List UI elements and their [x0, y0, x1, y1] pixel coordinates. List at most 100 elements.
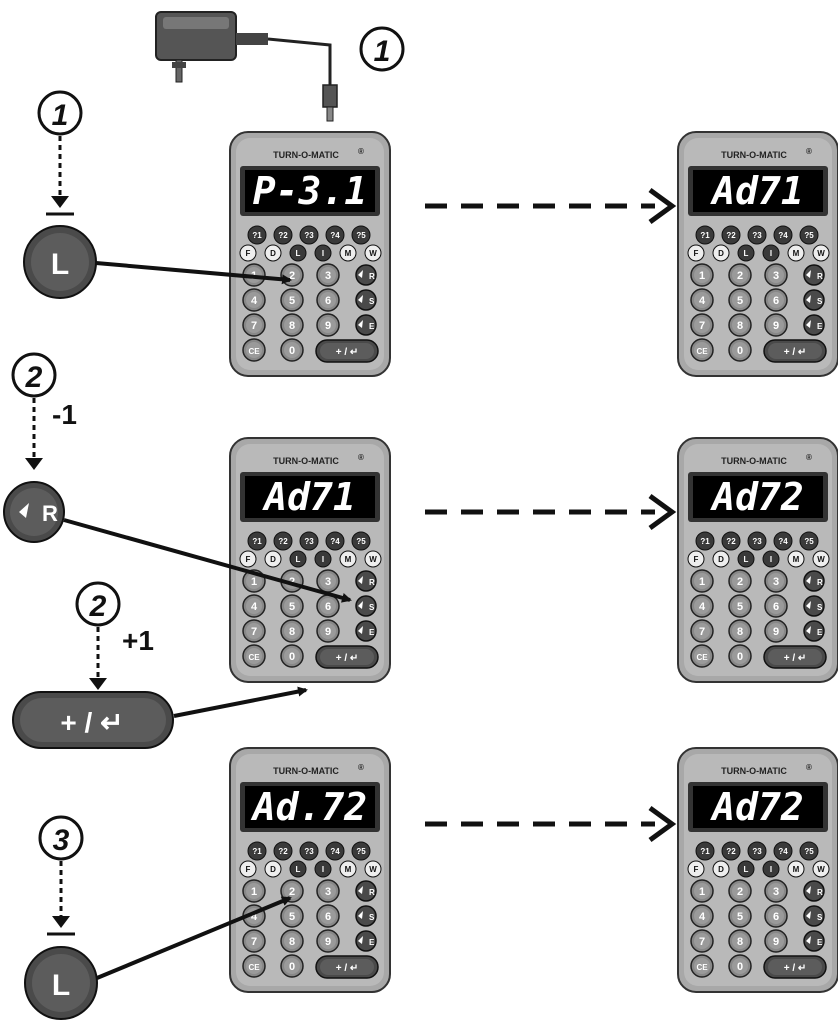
digit-key[interactable]: 4 — [690, 594, 714, 618]
favorite-key[interactable]: ?1 — [695, 531, 715, 551]
function-key[interactable]: W — [364, 860, 382, 878]
function-key[interactable]: M — [339, 860, 357, 878]
favorite-key[interactable]: ?2 — [273, 531, 293, 551]
favorite-key[interactable]: ?3 — [299, 225, 319, 245]
function-key[interactable]: D — [712, 244, 730, 262]
digit-key[interactable]: 1 — [242, 879, 266, 903]
digit-key[interactable]: 3 — [764, 569, 788, 593]
digit-key[interactable]: 6 — [316, 594, 340, 618]
favorite-key[interactable]: ?2 — [273, 225, 293, 245]
digit-key[interactable]: 3 — [316, 569, 340, 593]
digit-key[interactable]: 0 — [280, 338, 304, 362]
favorite-key[interactable]: ?1 — [247, 841, 267, 861]
digit-key[interactable]: 9 — [764, 313, 788, 337]
direction-key[interactable]: S — [803, 905, 825, 927]
digit-key[interactable]: 9 — [316, 929, 340, 953]
enter-key[interactable]: + / ↵ — [315, 645, 379, 669]
direction-key[interactable]: R — [803, 880, 825, 902]
digit-key[interactable]: 4 — [242, 288, 266, 312]
direction-key[interactable]: E — [355, 620, 377, 642]
favorite-key[interactable]: ?3 — [747, 225, 767, 245]
direction-key[interactable]: R — [355, 880, 377, 902]
direction-key[interactable]: R — [803, 264, 825, 286]
digit-key[interactable]: 9 — [764, 619, 788, 643]
direction-key[interactable]: E — [355, 930, 377, 952]
favorite-key[interactable]: ?4 — [773, 841, 793, 861]
l-key-large[interactable]: L — [23, 225, 97, 299]
favorite-key[interactable]: ?2 — [721, 531, 741, 551]
digit-key[interactable]: 7 — [690, 619, 714, 643]
enter-key[interactable]: + / ↵ — [315, 955, 379, 979]
digit-key[interactable]: 0 — [728, 954, 752, 978]
favorite-key[interactable]: ?3 — [299, 841, 319, 861]
digit-key[interactable]: 2 — [728, 263, 752, 287]
favorite-key[interactable]: ?2 — [721, 841, 741, 861]
digit-key[interactable]: 2 — [280, 263, 304, 287]
digit-key[interactable]: 6 — [316, 288, 340, 312]
digit-key[interactable]: 6 — [764, 288, 788, 312]
favorite-key[interactable]: ?1 — [247, 531, 267, 551]
digit-key[interactable]: 7 — [242, 313, 266, 337]
direction-key[interactable]: S — [803, 595, 825, 617]
digit-key[interactable]: 5 — [728, 288, 752, 312]
l-key-large[interactable]: L — [24, 946, 98, 1020]
direction-key[interactable]: R — [803, 570, 825, 592]
favorite-key[interactable]: ?5 — [351, 531, 371, 551]
favorite-key[interactable]: ?2 — [721, 225, 741, 245]
favorite-key[interactable]: ?3 — [747, 531, 767, 551]
function-key[interactable]: I — [314, 860, 332, 878]
enter-key[interactable]: + / ↵ — [315, 339, 379, 363]
favorite-key[interactable]: ?4 — [325, 531, 345, 551]
favorite-key[interactable]: ?1 — [695, 225, 715, 245]
digit-key[interactable]: 8 — [728, 619, 752, 643]
digit-key[interactable]: 8 — [280, 929, 304, 953]
digit-key[interactable]: 0 — [280, 644, 304, 668]
digit-key[interactable]: 4 — [242, 594, 266, 618]
function-key[interactable]: L — [289, 550, 307, 568]
digit-key[interactable]: 6 — [316, 904, 340, 928]
function-key[interactable]: W — [364, 550, 382, 568]
digit-key[interactable]: 2 — [728, 879, 752, 903]
direction-key[interactable]: E — [355, 314, 377, 336]
digit-key[interactable]: 2 — [728, 569, 752, 593]
direction-key[interactable]: S — [803, 289, 825, 311]
digit-key[interactable]: CE — [242, 954, 266, 978]
enter-key[interactable]: + / ↵ — [763, 645, 827, 669]
direction-key[interactable]: S — [355, 905, 377, 927]
favorite-key[interactable]: ?5 — [799, 841, 819, 861]
function-key[interactable]: I — [314, 550, 332, 568]
digit-key[interactable]: 6 — [764, 594, 788, 618]
favorite-key[interactable]: ?1 — [695, 841, 715, 861]
digit-key[interactable]: 1 — [690, 263, 714, 287]
favorite-key[interactable]: ?5 — [351, 225, 371, 245]
function-key[interactable]: M — [787, 244, 805, 262]
favorite-key[interactable]: ?4 — [325, 841, 345, 861]
function-key[interactable]: F — [239, 244, 257, 262]
favorite-key[interactable]: ?1 — [247, 225, 267, 245]
function-key[interactable]: W — [812, 244, 830, 262]
favorite-key[interactable]: ?5 — [799, 225, 819, 245]
function-key[interactable]: F — [687, 550, 705, 568]
digit-key[interactable]: 5 — [728, 594, 752, 618]
digit-key[interactable]: 5 — [280, 904, 304, 928]
function-key[interactable]: I — [762, 550, 780, 568]
digit-key[interactable]: 3 — [316, 263, 340, 287]
enter-key[interactable]: + / ↵ — [763, 339, 827, 363]
digit-key[interactable]: 7 — [242, 929, 266, 953]
direction-key[interactable]: R — [355, 264, 377, 286]
direction-key[interactable]: S — [355, 595, 377, 617]
direction-key[interactable]: S — [355, 289, 377, 311]
digit-key[interactable]: 4 — [690, 288, 714, 312]
digit-key[interactable]: 3 — [316, 879, 340, 903]
function-key[interactable]: W — [364, 244, 382, 262]
digit-key[interactable]: 8 — [280, 313, 304, 337]
digit-key[interactable]: 5 — [280, 594, 304, 618]
favorite-key[interactable]: ?4 — [773, 531, 793, 551]
function-key[interactable]: F — [687, 244, 705, 262]
digit-key[interactable]: 1 — [690, 879, 714, 903]
function-key[interactable]: D — [264, 860, 282, 878]
function-key[interactable]: D — [264, 550, 282, 568]
function-key[interactable]: D — [712, 550, 730, 568]
digit-key[interactable]: 0 — [728, 338, 752, 362]
function-key[interactable]: I — [762, 244, 780, 262]
